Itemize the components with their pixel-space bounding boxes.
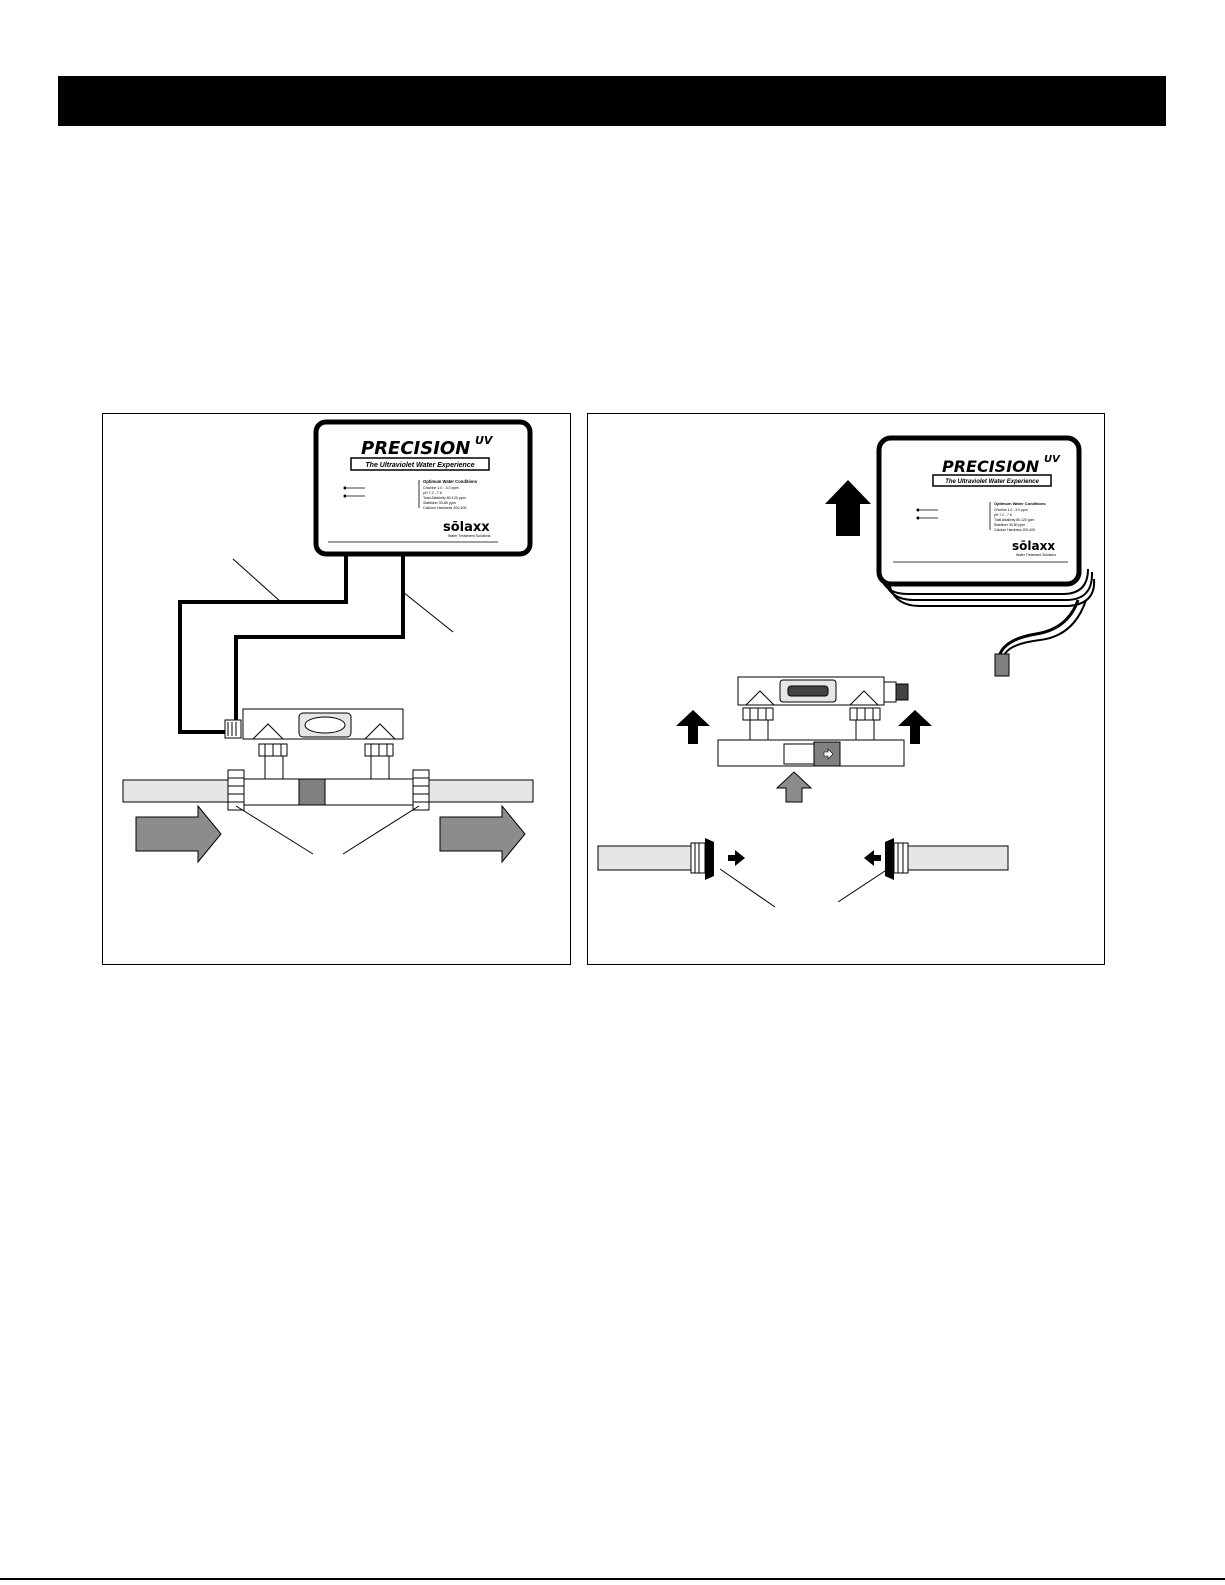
brand-suffix: UV (475, 434, 494, 447)
condition-line: Total Alkalinity 80-120 ppm (423, 496, 466, 500)
callout-line (402, 591, 454, 633)
removal-diagram: PRECISION UV The Ultraviolet Water Exper… (597, 435, 1096, 908)
condition-line: Stabilizer 30-80 ppm (994, 523, 1025, 527)
right-arrow-icon (864, 850, 881, 866)
up-arrow-icon (775, 771, 813, 803)
condition-line: pH 7.2 - 7.6 (423, 491, 442, 495)
callout-line (342, 805, 420, 855)
brand-suffix: UV (1044, 454, 1061, 465)
indicator-light-icon (916, 508, 920, 512)
sensor-cable (234, 554, 405, 732)
callout-line (235, 805, 314, 855)
pipe-end-right (907, 845, 1009, 871)
indicator-light-icon (343, 486, 347, 490)
section-header-bar (58, 76, 1166, 126)
installed-assembly-diagram: PRECISION UV The Ultraviolet Water Exper… (122, 419, 534, 864)
left-arrow-icon (728, 850, 745, 866)
manufacturer-tagline: Water Treatment Solutions (1016, 553, 1056, 557)
manufacturer-logo: sōlaxx (1012, 539, 1055, 553)
power-cable (178, 554, 348, 734)
cable-connector (883, 681, 897, 703)
installed-assembly-figure: PRECISION UV The Ultraviolet Water Exper… (102, 413, 571, 965)
uv-chamber (224, 708, 430, 811)
manufacturer-tagline: Water Treatment Solutions (448, 534, 491, 538)
union-seal (885, 838, 894, 880)
control-unit: PRECISION UV The Ultraviolet Water Exper… (313, 419, 533, 557)
up-arrow-icon (676, 710, 710, 744)
pipe-end-left (597, 845, 694, 871)
removal-figure: PRECISION UV The Ultraviolet Water Exper… (587, 413, 1105, 965)
brand-tagline: The Ultraviolet Water Experience (945, 479, 1039, 485)
right-arrow-icon (823, 748, 834, 760)
page-footer-rule (0, 1578, 1225, 1580)
callout-line (232, 558, 282, 603)
condition-line: Stabilizer 30-80 ppm (423, 501, 456, 505)
cable-plug (994, 653, 1010, 677)
condition-line: Chlorine 1.0 - 3.0 ppm (423, 486, 459, 490)
manufacturer-logo: sōlaxx (443, 520, 490, 535)
uv-chamber-removed (717, 676, 909, 767)
brand-logo: PRECISION (942, 457, 1040, 476)
union-seal (705, 838, 714, 880)
condition-line: Calcium Hardness 200-400 (994, 528, 1035, 532)
condition-line: pH 7.2 - 7.6 (994, 513, 1012, 517)
cable-connector (224, 719, 242, 739)
bypass-sleeve (298, 778, 326, 806)
pipe-union-left (227, 769, 245, 811)
right-arrow-icon (439, 804, 526, 864)
up-arrow-icon (898, 710, 932, 744)
indicator-light-icon (916, 516, 920, 520)
indicator-light-icon (343, 494, 347, 498)
callout-line (837, 868, 889, 903)
up-arrow-icon (825, 480, 871, 536)
condition-line: Chlorine 1.0 - 3.0 ppm (994, 508, 1028, 512)
pipe-union-right (412, 769, 430, 811)
callout-line (719, 868, 776, 908)
conditions-title: Optimum Water Conditions (423, 479, 478, 484)
control-unit: PRECISION UV The Ultraviolet Water Exper… (876, 435, 1082, 587)
condition-line: Total Alkalinity 80-120 ppm (994, 518, 1035, 522)
brand-logo: PRECISION (361, 438, 470, 459)
brand-tagline: The Ultraviolet Water Experience (365, 462, 474, 469)
conditions-title: Optimum Water Conditions (994, 501, 1046, 506)
right-arrow-icon (135, 804, 222, 864)
condition-line: Calcium Hardness 200-400 (423, 506, 467, 510)
